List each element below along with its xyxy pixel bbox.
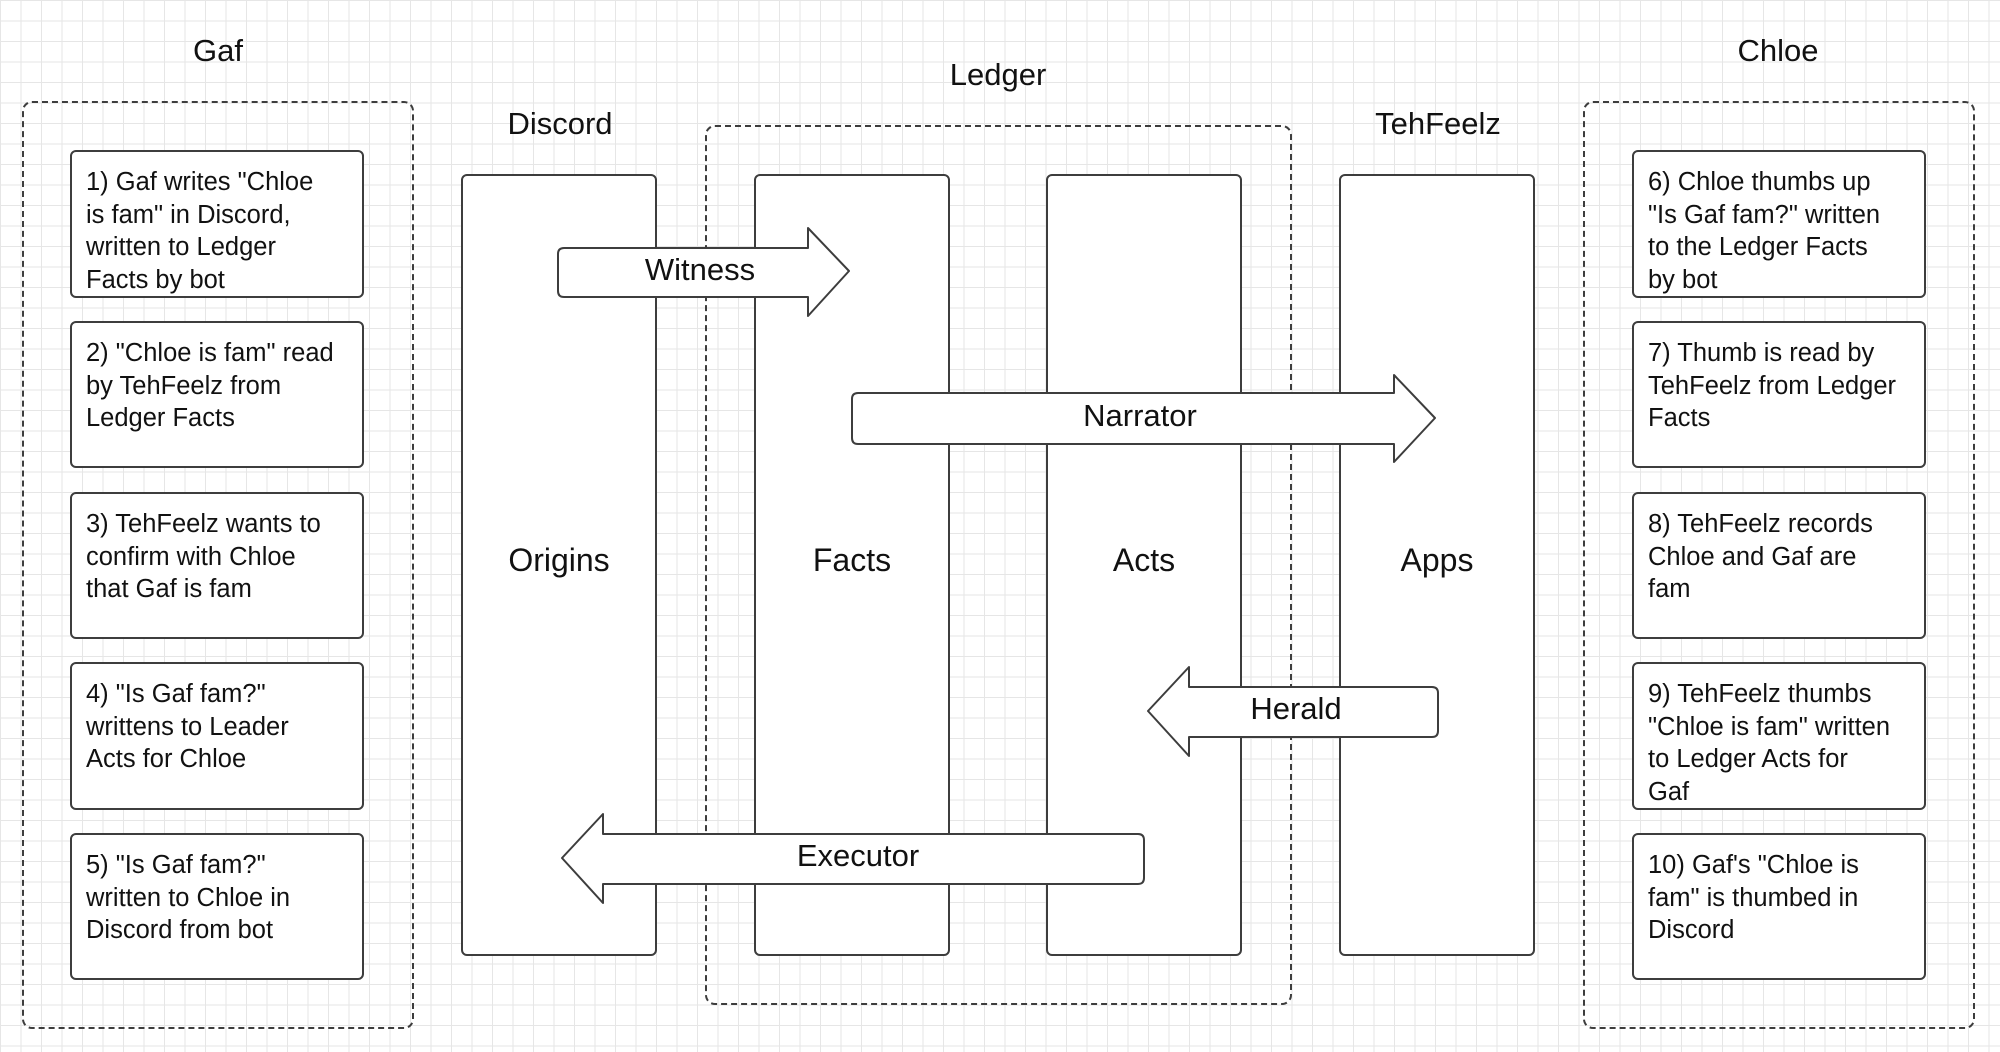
chloe-group [1583,101,1975,1029]
gaf-step-1: 1) Gaf writes "Chloe is fam" in Discord,… [70,150,364,298]
origins-label: Origins [508,542,610,578]
witness-arrow [557,227,850,317]
gaf-step-2: 2) "Chloe is fam" read by TehFeelz from … [70,321,364,468]
discord-title: Discord [507,106,613,141]
gaf-step-5: 5) "Is Gaf fam?" written to Chloe in Dis… [70,833,364,980]
gaf-group-title: Gaf [193,33,243,68]
acts-column [1046,174,1242,956]
chloe-group-title: Chloe [1737,33,1819,68]
executor-arrow [561,813,1145,904]
chloe-step-9: 9) TehFeelz thumbs "Chloe is fam" writte… [1632,662,1926,810]
narrator-arrow [851,374,1436,463]
gaf-step-3: 3) TehFeelz wants to confirm with Chloe … [70,492,364,639]
gaf-step-4: 4) "Is Gaf fam?" writtens to Leader Acts… [70,662,364,810]
origins-column [461,174,657,956]
ledger-group [705,125,1292,1005]
facts-column [754,174,950,956]
executor-label: Executor [796,838,920,873]
narrator-label: Narrator [1083,398,1197,433]
chloe-step-6: 6) Chloe thumbs up "Is Gaf fam?" written… [1632,150,1926,298]
chloe-step-10: 10) Gaf's "Chloe is fam" is thumbed in D… [1632,833,1926,980]
gaf-group [22,101,414,1029]
chloe-step-7: 7) Thumb is read by TehFeelz from Ledger… [1632,321,1926,468]
apps-label: Apps [1400,542,1474,578]
apps-column [1339,174,1535,956]
tehfeelz-title: TehFeelz [1375,106,1501,141]
chloe-step-8: 8) TehFeelz records Chloe and Gaf are fa… [1632,492,1926,639]
facts-label: Facts [812,542,892,578]
herald-label: Herald [1250,691,1342,726]
acts-label: Acts [1112,542,1176,578]
witness-label: Witness [644,252,756,287]
herald-arrow [1147,666,1439,757]
ledger-group-title: Ledger [949,57,1047,92]
